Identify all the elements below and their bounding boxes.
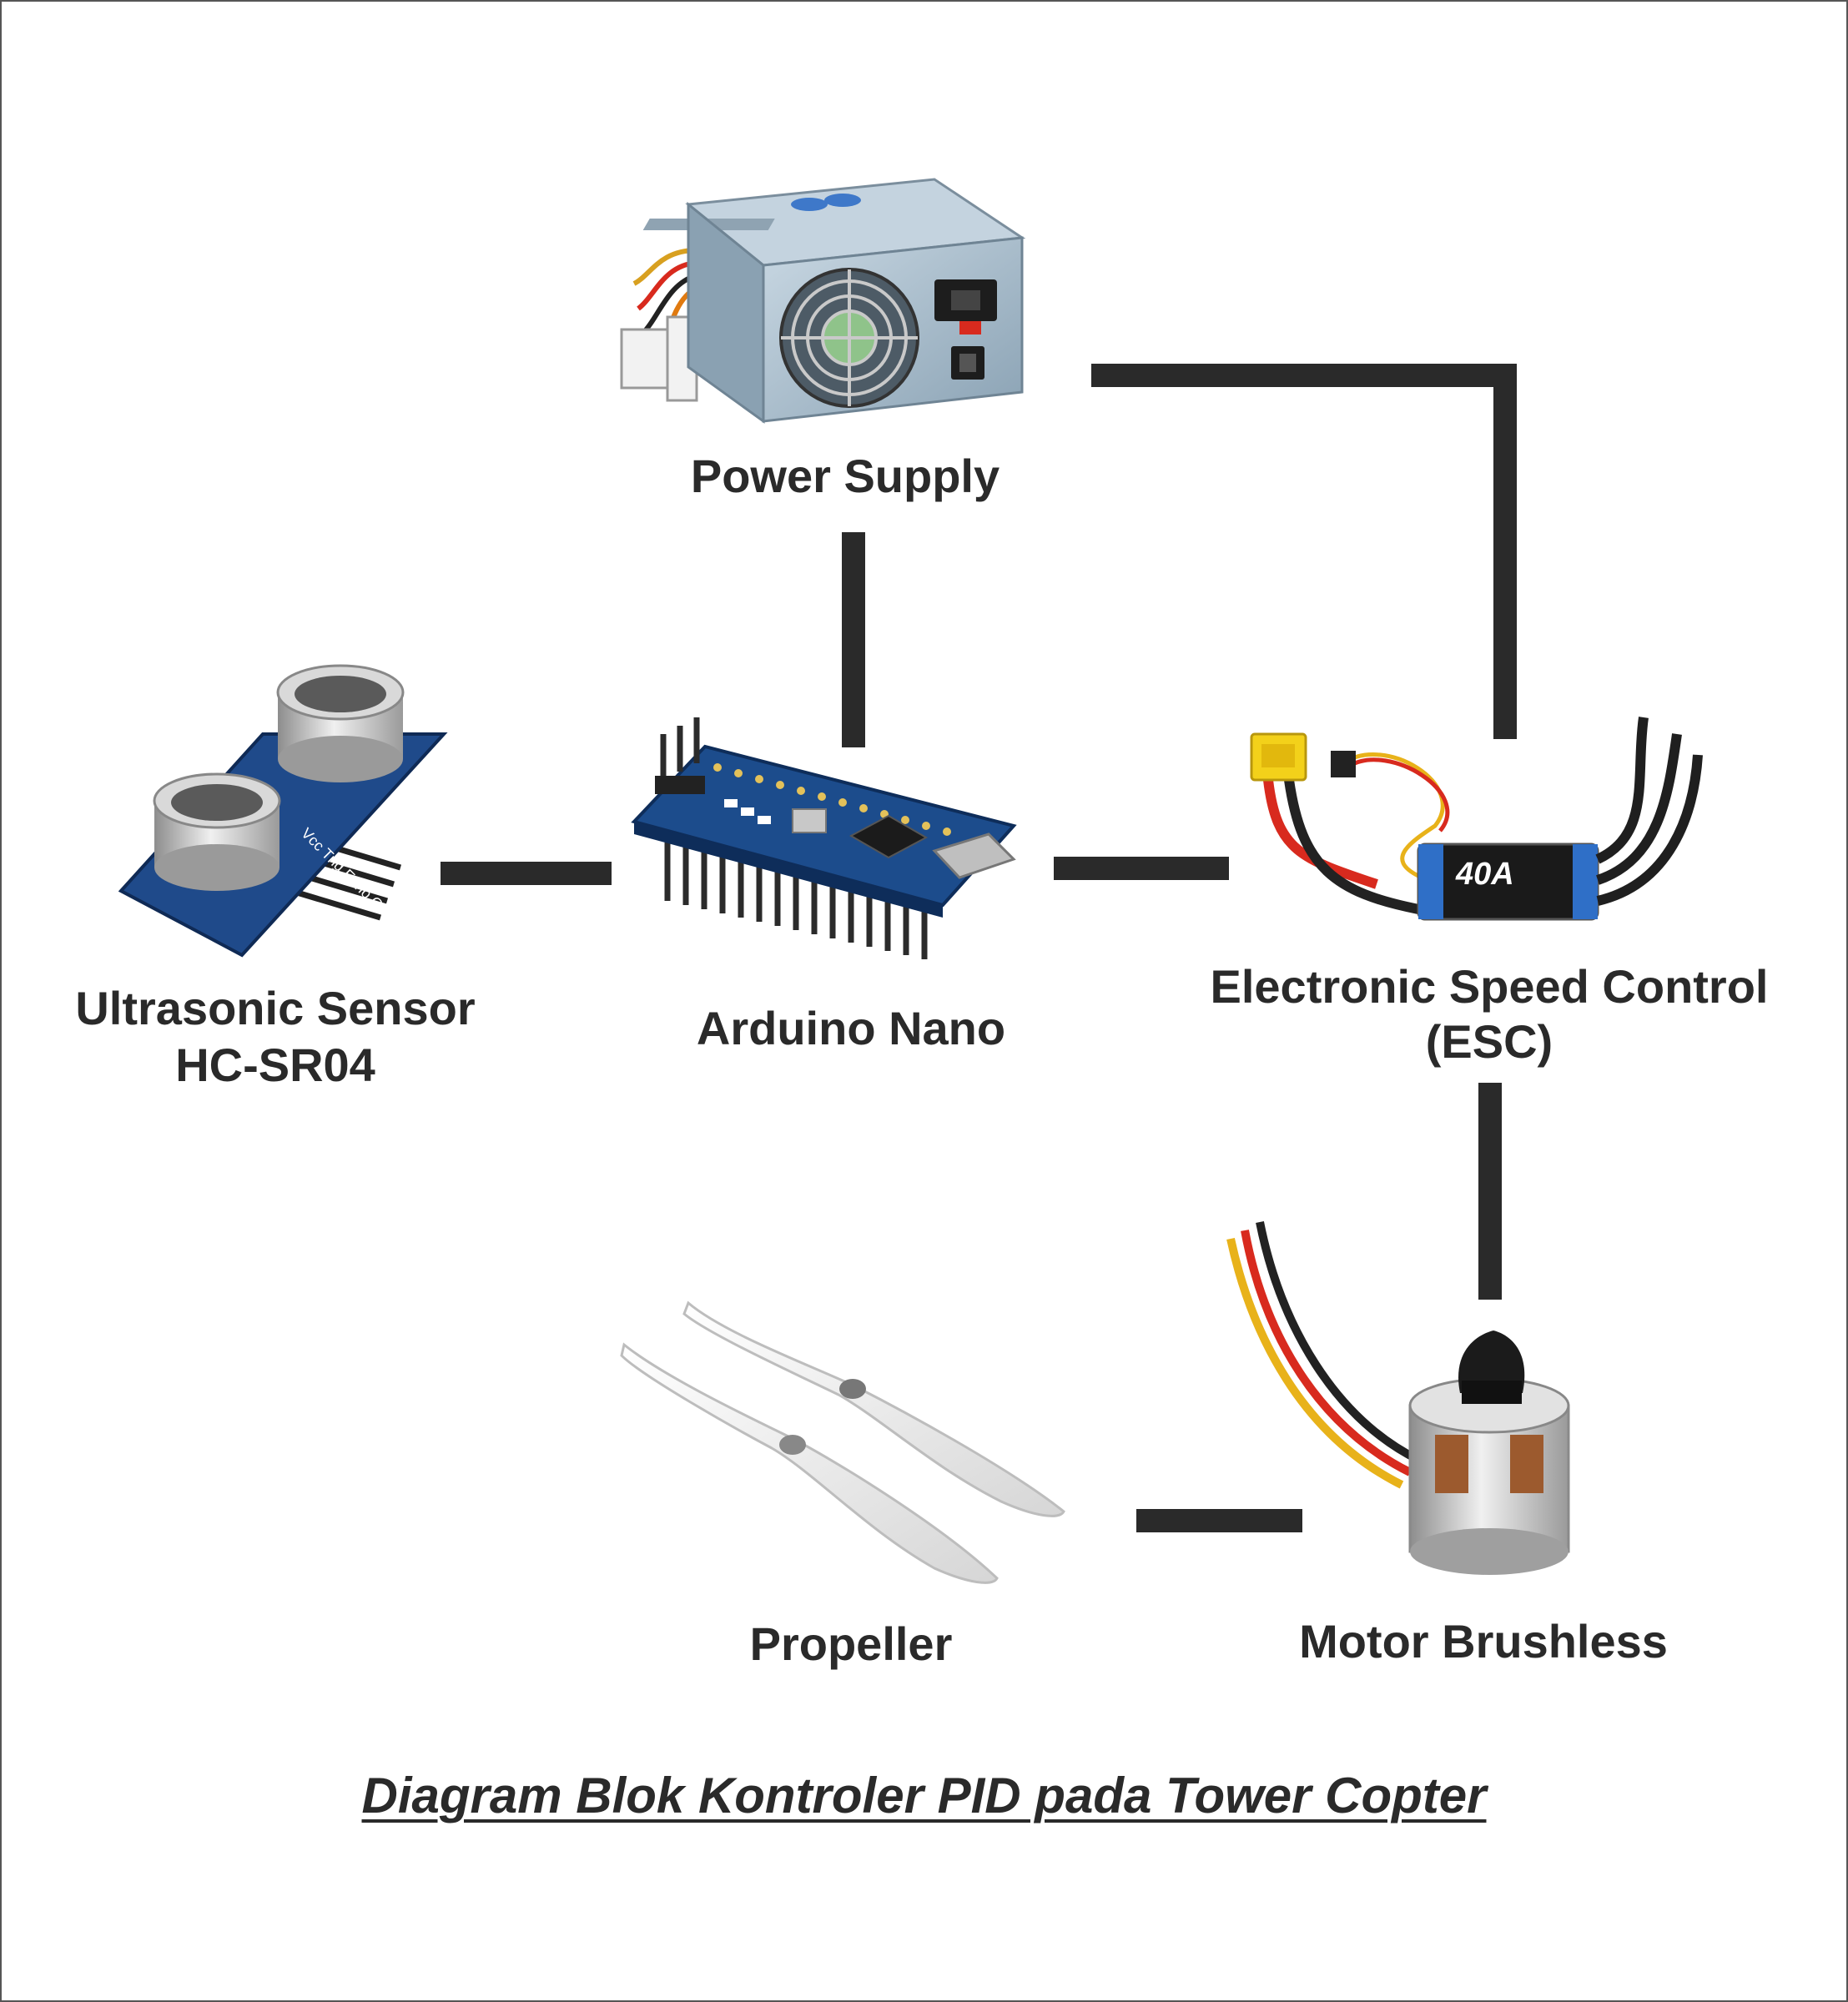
power-supply-icon	[620, 178, 1026, 424]
connector-power-to-esc	[1091, 364, 1517, 739]
motor-brushless-label: Motor Brushless	[1299, 1615, 1668, 1667]
ultrasonic-sensor-icon: Vcc Trig Echo Gnd	[118, 664, 448, 958]
arduino-nano-label: Arduino Nano	[696, 1002, 1006, 1054]
ultrasonic-sensor-label-line-2: HC-SR04	[175, 1039, 375, 1091]
esc-module-icon: 40A	[1250, 717, 1703, 921]
ultrasonic-sensor-label-line-1: Ultrasonic Sensor	[75, 982, 476, 1034]
propeller-label: Propeller	[749, 1617, 953, 1670]
arduino-nano-board-icon	[631, 717, 1017, 959]
connector-lines	[441, 364, 1517, 1532]
power-supply-label: Power Supply	[690, 450, 1000, 502]
brushless-motor-icon	[1226, 1221, 1570, 1575]
esc-rating-label: 40A	[1455, 857, 1514, 892]
transducer-right	[276, 664, 405, 782]
propeller-icon	[620, 1300, 1065, 1584]
esc-label-line-2: (ESC)	[1425, 1015, 1553, 1068]
transducer-left	[153, 772, 281, 891]
diagram-title: Diagram Blok Kontroler PID pada Tower Co…	[361, 1768, 1487, 1823]
esc-label-line-1: Electronic Speed Control	[1210, 960, 1769, 1013]
